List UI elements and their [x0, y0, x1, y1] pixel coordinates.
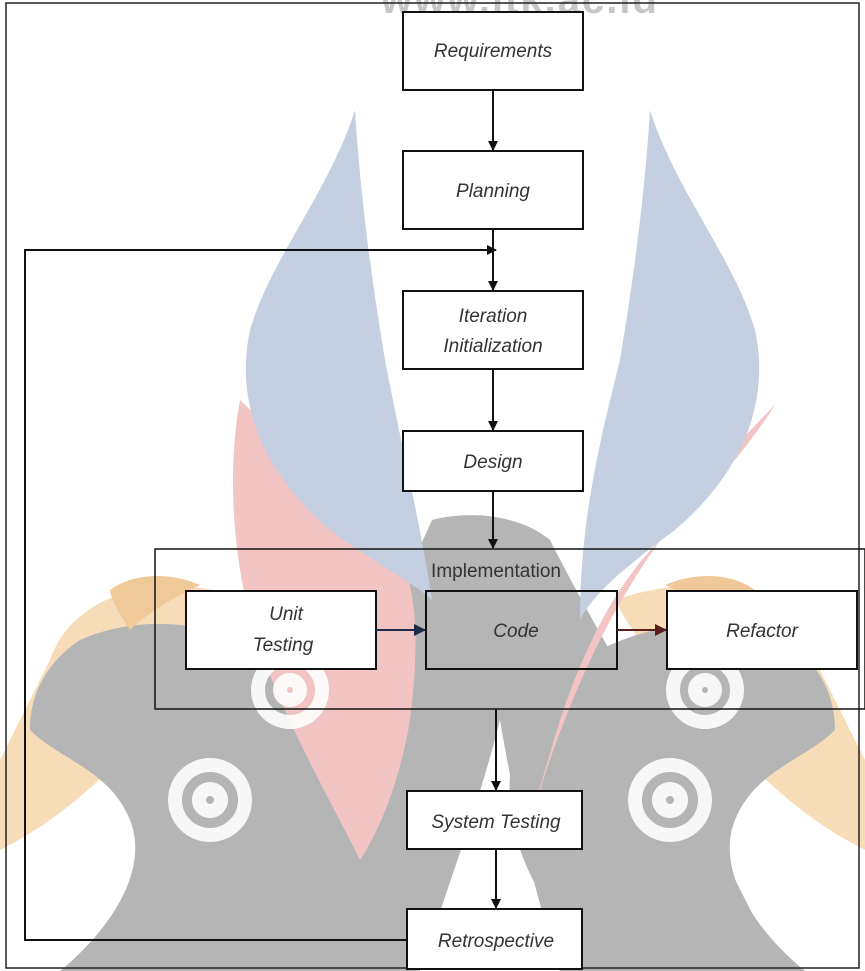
box-iteration-initialization: [403, 291, 583, 369]
label-design: Design: [463, 452, 522, 473]
label-retrospective: Retrospective: [438, 931, 554, 952]
label-iteration-line1: Iteration: [459, 306, 528, 327]
label-unit-line1: Unit: [269, 604, 304, 625]
label-implementation: Implementation: [431, 561, 561, 582]
label-code: Code: [493, 621, 538, 642]
box-unit-testing: [186, 591, 376, 669]
label-requirements: Requirements: [434, 41, 553, 62]
label-refactor: Refactor: [726, 621, 798, 642]
label-iteration-line2: Initialization: [443, 336, 542, 357]
label-planning: Planning: [456, 181, 530, 202]
label-system-testing: System Testing: [431, 812, 561, 833]
label-unit-line2: Testing: [253, 635, 314, 656]
watermark-blue-right: [580, 110, 759, 620]
